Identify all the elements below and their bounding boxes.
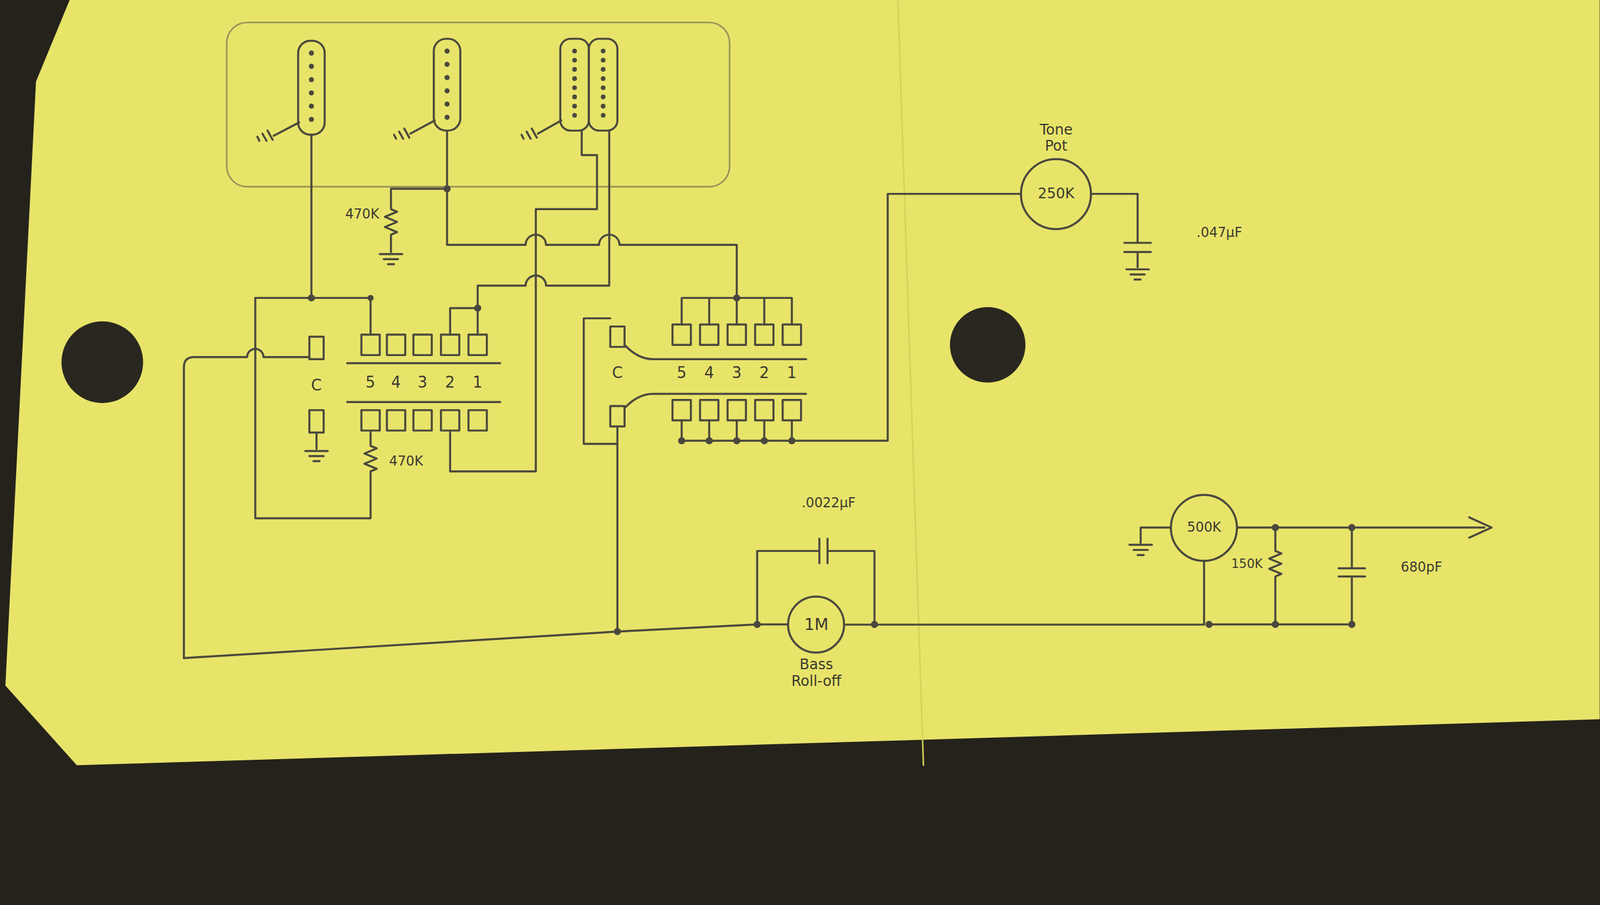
component-label: 2 [758, 364, 770, 383]
component-label: 4 [390, 373, 402, 392]
component-label: 680pF [1400, 559, 1443, 575]
pot-circle: 500K [1170, 494, 1238, 562]
component-label: 4 [703, 364, 715, 383]
pot-value: 1M [804, 614, 829, 634]
component-label: 3 [731, 364, 743, 383]
component-label: 1 [472, 373, 483, 392]
component-label: .047μF [1195, 225, 1243, 241]
component-label: 1 [786, 364, 798, 383]
pot-heading: Tone Pot [1030, 122, 1082, 155]
component-label: 3 [417, 373, 428, 392]
component-label: .0022μF [801, 495, 857, 511]
pot-outline-shape [788, 596, 845, 653]
component-label: C [310, 376, 323, 395]
pot-value: 250K [1038, 185, 1075, 203]
component-label: 470K [344, 206, 380, 223]
pot-outline-shape [1170, 494, 1237, 561]
pot-circle: 1MBass Roll-off [787, 595, 845, 653]
component-label: 150K [1230, 557, 1264, 572]
component-label: 2 [444, 373, 456, 392]
pot-circle: Tone Pot250K [1020, 158, 1092, 230]
component-label: 470K [388, 453, 424, 470]
component-label: C [611, 364, 624, 383]
pot-heading: Bass Roll-off [786, 656, 847, 690]
pot-outline-shape [1020, 158, 1092, 230]
pot-value: 500K [1186, 519, 1221, 536]
wire [844, 561, 1204, 625]
component-label: 5 [676, 364, 687, 383]
component-label: 5 [364, 373, 376, 392]
